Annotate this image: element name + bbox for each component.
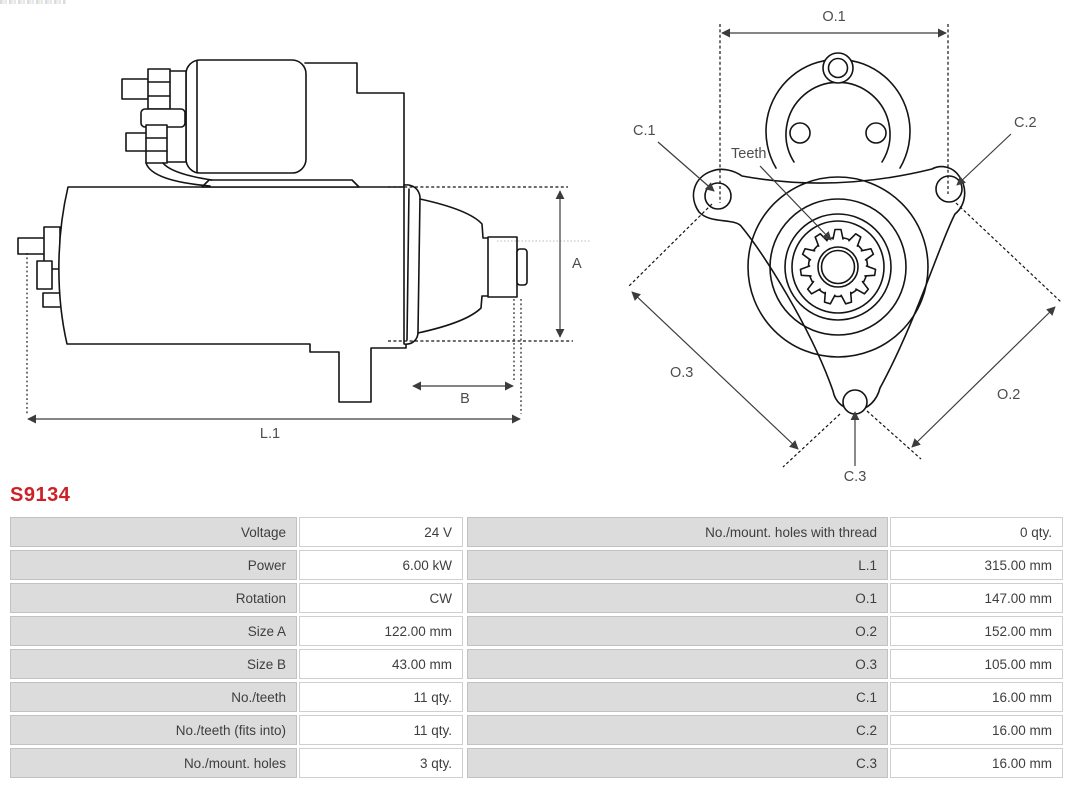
spec-label: No./teeth — [10, 682, 297, 712]
spec-label: Rotation — [10, 583, 297, 613]
spec-label: O.1 — [467, 583, 888, 613]
spec-value: 24 V — [299, 517, 463, 547]
dimension-o1: O.1 — [719, 9, 949, 203]
spec-label: Size B — [10, 649, 297, 679]
spec-value: CW — [299, 583, 463, 613]
dimension-b: B — [412, 299, 515, 407]
spec-label: No./mount. holes — [10, 748, 297, 778]
dim-c1-label: C.1 — [633, 123, 656, 139]
spec-label: L.1 — [467, 550, 888, 580]
spec-value: 152.00 mm — [890, 616, 1063, 646]
spec-value: 122.00 mm — [299, 616, 463, 646]
spec-value: 11 qty. — [299, 682, 463, 712]
spec-value: 11 qty. — [299, 715, 463, 745]
center-gear — [747, 176, 929, 358]
teeth-label: Teeth — [731, 146, 766, 162]
side-view-drawing: A B L.1 — [17, 59, 590, 442]
spec-value: 3 qty. — [299, 748, 463, 778]
hole-c3 — [842, 389, 868, 415]
dim-o3-label: O.3 — [670, 365, 693, 381]
dimension-o2: O.2 — [866, 202, 1062, 460]
dim-l1-label: L.1 — [260, 426, 280, 442]
gear-teeth — [799, 228, 877, 306]
dim-c2-label: C.2 — [1014, 115, 1037, 131]
callout-c1: C.1 — [633, 123, 715, 192]
spec-label: C.2 — [467, 715, 888, 745]
part-number: S9134 — [10, 484, 71, 506]
spec-label: Voltage — [10, 517, 297, 547]
spec-label: Power — [10, 550, 297, 580]
dim-o1-label: O.1 — [822, 9, 845, 25]
spec-value: 0 qty. — [890, 517, 1063, 547]
spec-label: No./mount. holes with thread — [467, 517, 888, 547]
terminal-studs — [121, 68, 213, 187]
dim-b-label: B — [460, 391, 470, 407]
spec-label: No./teeth (fits into) — [10, 715, 297, 745]
motor-body — [58, 179, 407, 403]
hole-c2 — [935, 175, 963, 203]
dimension-o3: O.3 — [627, 203, 841, 468]
dim-o2-label: O.2 — [997, 387, 1020, 403]
dim-c3-label: C.3 — [844, 469, 867, 485]
dimension-l1: L.1 — [26, 253, 522, 442]
spec-label: O.2 — [467, 616, 888, 646]
spec-value: 16.00 mm — [890, 682, 1063, 712]
pinion-gear — [487, 236, 528, 298]
spec-value: 147.00 mm — [890, 583, 1063, 613]
spec-label: Size A — [10, 616, 297, 646]
spec-value: 6.00 kW — [299, 550, 463, 580]
spec-value: 16.00 mm — [890, 748, 1063, 778]
drive-end — [403, 184, 528, 345]
dimension-a: A — [388, 186, 590, 342]
top-bracket — [765, 52, 911, 169]
spec-value: 43.00 mm — [299, 649, 463, 679]
spec-row: No./teeth (fits into)11 qty. — [10, 715, 463, 745]
callout-teeth: Teeth — [731, 146, 832, 241]
spec-label: C.3 — [467, 748, 888, 778]
top-left-artifact — [0, 0, 66, 4]
rear-studs — [17, 226, 64, 308]
callout-c2: C.2 — [956, 115, 1037, 186]
spec-label: C.1 — [467, 682, 888, 712]
spec-value: 105.00 mm — [890, 649, 1063, 679]
dim-a-label: A — [572, 256, 582, 272]
front-view-drawing: O.1 O.3 O.2 C.1 C.2 Teeth — [627, 9, 1062, 485]
spec-label: O.3 — [467, 649, 888, 679]
solenoid — [121, 59, 405, 187]
spec-value: 16.00 mm — [890, 715, 1063, 745]
mounting-plate — [692, 165, 966, 415]
callout-c3: C.3 — [844, 411, 867, 485]
spec-value: 315.00 mm — [890, 550, 1063, 580]
